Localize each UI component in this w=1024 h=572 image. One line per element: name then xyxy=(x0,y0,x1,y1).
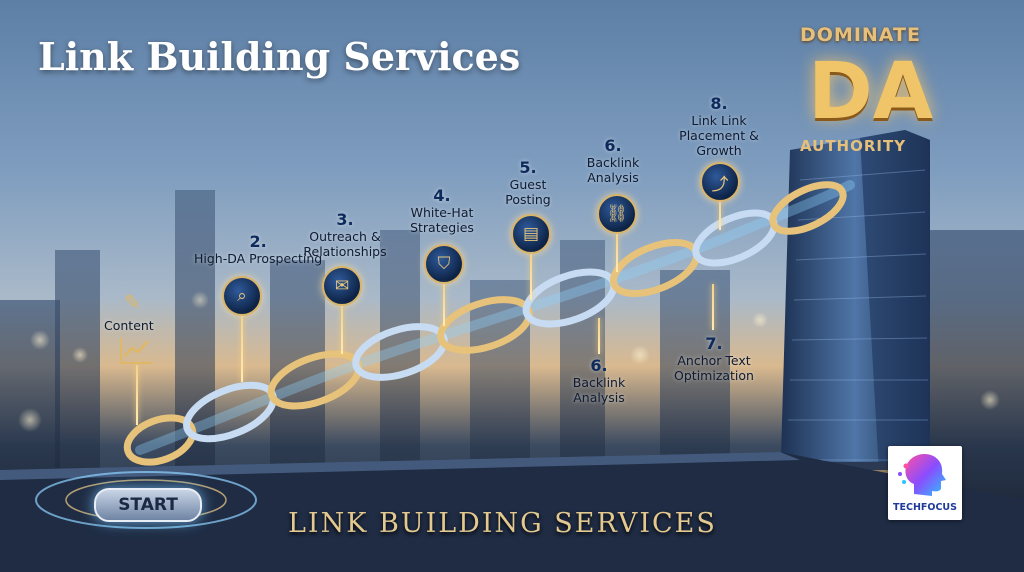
platform xyxy=(0,452,1024,572)
step-6-label: 6.Backlink Analysis xyxy=(586,136,640,185)
document-icon: ▤ xyxy=(522,224,540,244)
step-8-node: ⤴ xyxy=(700,162,740,202)
step-content-label: Content xyxy=(104,318,154,333)
handshake-icon: ✉ xyxy=(334,276,350,296)
step-5-connector xyxy=(530,254,532,300)
step-5-node: ▤ xyxy=(511,214,551,254)
step-6b-connector xyxy=(598,318,600,354)
step-8-label: 8.Link Link Placement & Growth xyxy=(679,94,759,158)
start-button[interactable]: START xyxy=(94,488,202,522)
step-3-label: 3.Outreach & Relationships xyxy=(303,210,387,259)
step-6b-label: 6.Backlink Analysis xyxy=(572,356,626,405)
step-2-label: 2.High-DA Prospecting xyxy=(194,232,323,266)
growth-chart-icon: ⤴ xyxy=(711,174,729,195)
step-4-connector xyxy=(443,284,445,326)
footer-banner: LINK BUILDING SERVICES xyxy=(288,508,717,539)
link-icon: ⛓ xyxy=(606,204,628,224)
step-4-node: ⛉ xyxy=(424,244,464,284)
chart-icon xyxy=(120,338,152,364)
step-6-node: ⛓ xyxy=(597,194,637,234)
page-title: Link Building Services xyxy=(38,34,521,79)
step-content-connector xyxy=(136,365,138,425)
badge-authority: AUTHORITY xyxy=(800,137,907,155)
step-2-connector xyxy=(241,316,243,382)
badge-dominate: DOMINATE xyxy=(800,24,921,46)
step-2-node: ⌕ xyxy=(222,276,262,316)
pencil-icon: ✎ xyxy=(124,290,141,314)
step-7-connector xyxy=(712,284,714,330)
step-3-connector xyxy=(341,306,343,354)
step-6-connector xyxy=(616,234,618,272)
start-ring xyxy=(35,471,257,529)
head-logo-icon xyxy=(898,454,946,496)
search-icon: ⌕ xyxy=(237,286,247,306)
step-7-label: 7.Anchor Text Optimization xyxy=(674,334,754,383)
badge-da: DA xyxy=(808,47,934,137)
shield-icon: ⛉ xyxy=(437,254,451,274)
step-3-node: ✉ xyxy=(322,266,362,306)
step-label: Content xyxy=(104,318,154,333)
step-4-label: 4.White-Hat Strategies xyxy=(410,186,474,235)
step-5-label: 5.Guest Posting xyxy=(505,158,551,207)
chain xyxy=(123,180,855,466)
logo-text: TECHFOCUS xyxy=(893,502,957,513)
step-8-connector xyxy=(719,202,721,230)
techfocus-logo: TECHFOCUS xyxy=(888,446,962,520)
bokeh-lights xyxy=(18,291,1000,432)
